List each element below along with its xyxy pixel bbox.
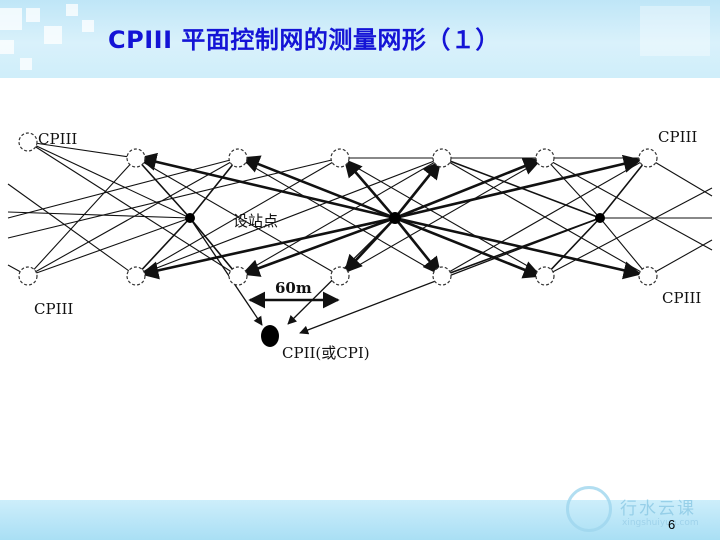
- decor-tile: [82, 20, 94, 32]
- decor-tile: [0, 8, 22, 30]
- page-title: CPIII 平面控制网的测量网形（１）: [108, 26, 500, 54]
- decor-tile: [66, 4, 78, 16]
- decor-tile: [0, 40, 14, 54]
- station-points: [185, 212, 605, 224]
- label-cpii: CPII(或CPI): [282, 344, 370, 362]
- decor-tile: [44, 26, 62, 44]
- cpiii-network-diagram: CPIII CPIII CPIII CPIII 设站点 60m CPII(或CP…: [7, 128, 713, 362]
- decor-tile: [640, 6, 710, 56]
- logo-icon: [566, 486, 612, 532]
- label-distance: 60m: [275, 279, 312, 297]
- central-station-rays: [138, 152, 642, 280]
- header-banner: CPIII 平面控制网的测量网形（１）: [0, 0, 720, 78]
- footer-bar: [0, 500, 720, 540]
- label-cpiii-top-left: CPIII: [38, 130, 77, 148]
- cpii-point: [261, 325, 279, 347]
- page-number: 6: [668, 517, 676, 532]
- logo-text: 行水云课: [620, 499, 696, 519]
- decor-tile: [26, 8, 40, 22]
- cpiii-points: [18, 132, 658, 286]
- label-cpiii-bottom-left: CPIII: [34, 300, 73, 318]
- label-station: 设站点: [233, 212, 278, 230]
- label-cpiii-bottom-right: CPIII: [662, 289, 701, 307]
- label-cpiii-top-right: CPIII: [658, 128, 697, 146]
- network-lines: [7, 141, 713, 277]
- decor-tile: [20, 58, 32, 70]
- logo-subtext: xingshuiyun.com: [622, 518, 699, 528]
